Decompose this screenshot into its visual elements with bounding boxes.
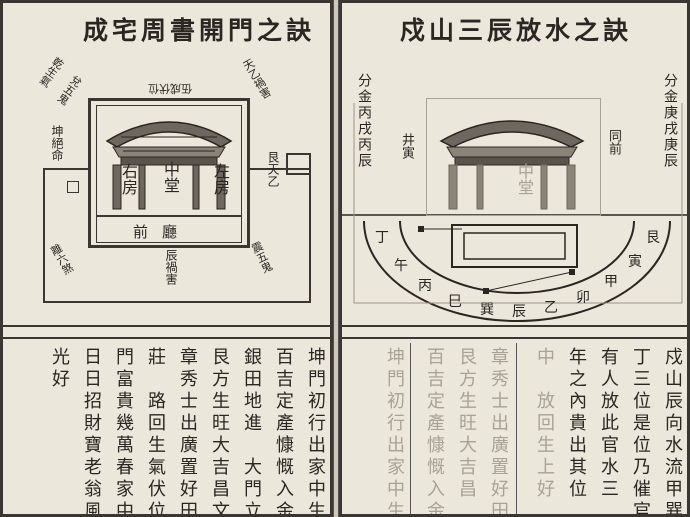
rule-top	[342, 325, 687, 327]
rule-top	[3, 325, 330, 327]
page-title: 戍山三辰放水之訣	[400, 16, 633, 45]
arc-char: 寅	[628, 254, 642, 270]
text-column: 門富貴幾萬春家中	[113, 347, 134, 517]
left-mark-label: 井寅	[399, 133, 414, 159]
right-mark-label: 同前	[606, 129, 621, 155]
arc-char: 艮	[646, 230, 660, 246]
house-outline	[426, 98, 601, 216]
arc-char: 午	[394, 258, 408, 274]
right-orientation-label: 分金庚戌庚辰	[662, 73, 678, 169]
arc-char: 丁	[375, 230, 389, 246]
front-hall-label: 前廳	[133, 223, 192, 241]
right-room-label: 右房	[119, 163, 138, 195]
front-hall	[96, 215, 242, 243]
text-column: 章秀士出廣置好田	[488, 347, 509, 517]
text-column: 百吉定產慷慨入金	[273, 347, 294, 517]
rule-bottom	[342, 337, 687, 339]
text-column: 坤門初行出家中生	[305, 347, 326, 517]
text-column: 百吉定產慷慨入金	[424, 347, 445, 517]
direction-arc	[342, 103, 687, 322]
arc-char: 辰	[512, 304, 526, 320]
text-column: 艮方生旺大吉昌	[456, 347, 477, 501]
pavilion-drawing	[105, 121, 233, 210]
left-page: 成宅周書開門之訣 中堂 左房 右房 前廳 伍成伏位 天乙禍害 乾生氣 兌五鬼 坤…	[0, 0, 333, 517]
text-column: 艮方生旺大吉昌文	[209, 347, 230, 517]
text-column: 光好	[49, 347, 70, 391]
text-column: 莊 路回生氣伏位	[145, 347, 166, 517]
lower-middle-note: 辰禍害	[164, 249, 178, 285]
left-gate-mark	[67, 181, 79, 193]
book-gutter	[333, 0, 339, 517]
text-column: 日日招財寶老翁風	[81, 347, 102, 517]
text-column: 中 放回生上好	[534, 347, 555, 501]
text-column: 銀田地進 大門立	[241, 347, 262, 517]
arc-char: 乙	[544, 300, 558, 316]
arc-char: 卯	[576, 290, 590, 306]
rule-bottom	[3, 337, 330, 339]
left-gate-label: 坤絕命	[50, 125, 64, 161]
top-right-note: 天乙禍害	[239, 56, 274, 102]
text-column: 丁三位是位乃催官	[630, 347, 651, 517]
middle-hall-label: 中堂	[515, 163, 534, 195]
arc-char: 巳	[448, 294, 462, 310]
right-gate	[286, 153, 311, 175]
middle-hall-label: 中堂	[161, 161, 180, 193]
arc-char: 丙	[418, 278, 432, 294]
top-note: 伍成伏位	[148, 82, 192, 95]
pavilion-drawing	[439, 120, 585, 210]
arc-char: 甲	[604, 274, 618, 290]
upper-left-note-2: 兌五鬼	[54, 72, 85, 108]
page-title: 成宅周書開門之訣	[83, 16, 316, 45]
arc-char: 巽	[480, 302, 494, 318]
text-column: 有人放此官水三	[598, 347, 619, 501]
text-column: 戍山辰向水流甲巽	[662, 347, 683, 517]
left-orientation-label: 分金丙戌丙辰	[356, 73, 372, 169]
column-divider	[516, 343, 517, 514]
text-column: 章秀士出廣置好田	[177, 347, 198, 517]
right-page: 戍山三辰放水之訣 中堂 分金丙戌丙辰 分金庚戌庚辰 井寅 同前 丁 午 丙 巳 …	[339, 0, 690, 517]
right-gate-label: 艮天乙	[266, 151, 280, 187]
column-divider	[410, 343, 411, 514]
text-column: 年之內貴出其位	[566, 347, 587, 501]
text-column: 坤門初行出家中生	[384, 347, 405, 517]
left-room-label: 左房	[211, 163, 230, 195]
